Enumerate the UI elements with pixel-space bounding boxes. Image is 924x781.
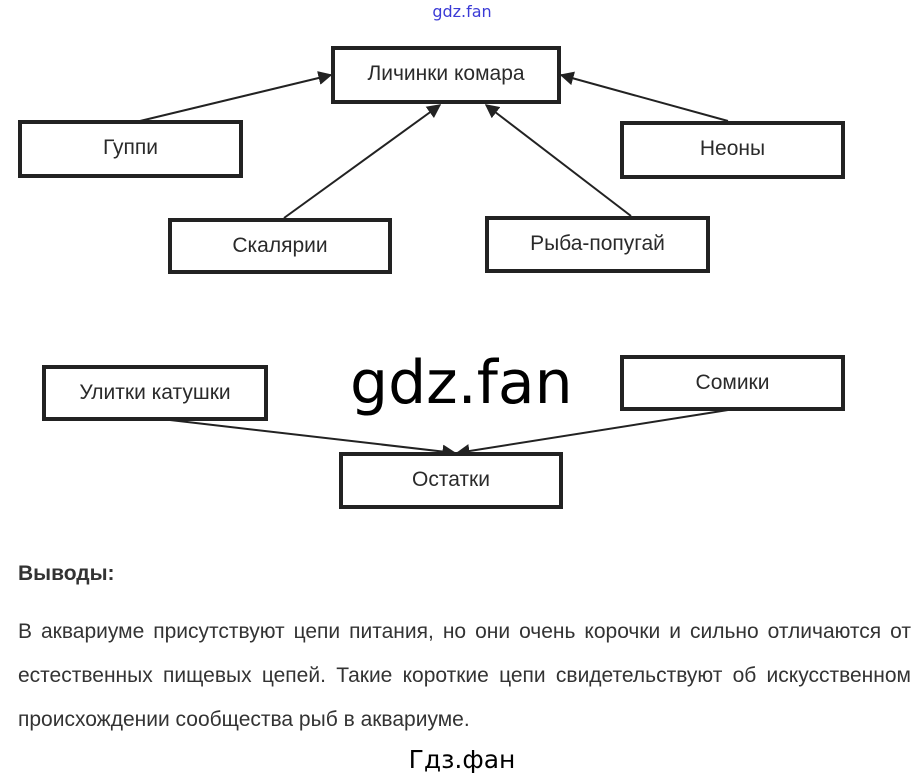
arrow-snails-to-remains [169,419,457,459]
node-parrotfish: Рыба-попугай [485,216,710,273]
watermark-top: gdz.fan [432,2,492,21]
node-remains: Остатки [339,452,563,509]
arrow-parrotfish-to-larvae [484,104,632,217]
arrow-scalaria-to-larvae [283,104,442,219]
node-neons: Неоны [620,121,845,179]
node-catfish: Сомики [620,355,845,411]
footer-watermark: Гдз.фан [408,745,516,774]
arrow-catfish-to-remains [455,409,729,458]
conclusion-text: В аквариуме присутствуют цепи питания, н… [18,620,911,731]
node-snails: Улитки катушки [42,365,268,421]
arrow-neons-to-larvae [559,71,729,122]
node-guppy: Гуппи [18,120,243,178]
arrow-guppy-to-larvae [139,71,333,122]
node-scalaria: Скалярии [168,218,392,274]
watermark-center: gdz.fan [350,348,573,418]
conclusion-heading: Выводы: [18,562,115,585]
node-mosquito-larvae: Личинки комара [331,46,561,104]
